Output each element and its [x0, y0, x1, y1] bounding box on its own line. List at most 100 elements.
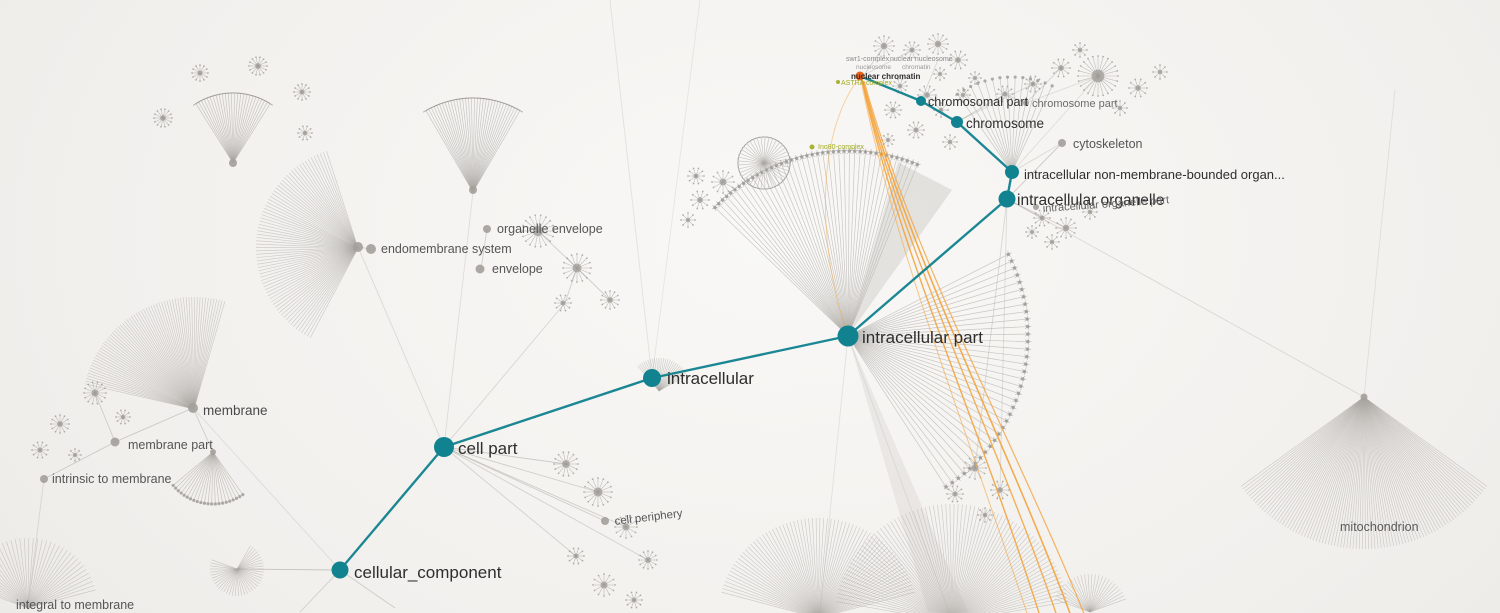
term-label-membrane-part[interactable]: membrane part	[128, 438, 213, 452]
rosette-cluster	[907, 121, 925, 139]
term-node-chromosomal-part[interactable]	[916, 96, 926, 106]
term-node[interactable]	[366, 244, 376, 254]
term-label-chromosome[interactable]: chromosome	[966, 116, 1044, 131]
cluster-fan	[1240, 396, 1488, 549]
term-node[interactable]	[601, 517, 609, 525]
cluster-fan	[737, 136, 791, 190]
term-node-intracellular-part[interactable]	[837, 325, 859, 347]
term-node[interactable]	[1360, 393, 1368, 401]
term-node-cellular-component[interactable]	[331, 561, 349, 579]
cluster-fan	[255, 150, 359, 339]
term-label-nuclear-nucleosome[interactable]: nuclear nucleosome	[890, 56, 953, 63]
term-label-intracellular-organelle[interactable]: intracellular organelle	[1017, 192, 1164, 209]
graph-edge	[1011, 142, 1063, 173]
term-node[interactable]	[469, 186, 477, 194]
term-node-intracellular[interactable]	[643, 369, 661, 387]
term-label-endomembrane-system[interactable]: endomembrane system	[381, 242, 512, 256]
term-label-cell-part[interactable]: cell part	[458, 439, 518, 458]
term-label-chromosome-part[interactable]: chromosome part	[1032, 98, 1118, 110]
rosette-cluster	[1051, 58, 1071, 78]
rosette-cluster	[1152, 64, 1168, 80]
term-node[interactable]	[836, 80, 840, 84]
term-node[interactable]	[210, 449, 216, 455]
graph-edge	[443, 446, 577, 557]
graph-edge	[357, 246, 445, 448]
term-node[interactable]	[809, 144, 815, 150]
term-node[interactable]	[1023, 100, 1029, 106]
term-label-integral-to-membrane[interactable]: integral to membrane	[16, 598, 134, 612]
term-node-cell-part[interactable]	[434, 437, 454, 457]
graph-edge	[609, 0, 653, 379]
term-label-intracellular-part[interactable]: intracellular part	[862, 328, 983, 347]
graph-edge	[480, 228, 488, 270]
graph-edge	[339, 569, 396, 609]
term-node[interactable]	[353, 242, 363, 252]
rosette-cluster	[1077, 55, 1119, 97]
term-label-intracellular-non-membrane-bounded-organ[interactable]: intracellular non-membrane-bounded organ…	[1024, 167, 1285, 182]
rosette-cluster	[567, 547, 585, 565]
term-node[interactable]	[1033, 204, 1039, 210]
term-node[interactable]	[475, 264, 485, 274]
rosette-cluster	[881, 133, 895, 147]
rosette-cluster	[884, 101, 902, 119]
term-label-chromosomal-part[interactable]: chromosomal part	[928, 95, 1029, 109]
term-label-intrinsic-to-membrane[interactable]: intrinsic to membrane	[52, 472, 172, 486]
cluster-fan	[721, 518, 915, 613]
term-label-nuclear-chromatin[interactable]: nuclear chromatin	[851, 72, 920, 81]
selected-path-edge	[651, 334, 849, 380]
graph-edge	[564, 267, 578, 304]
graph-edge	[443, 446, 606, 522]
term-label-nucleosome[interactable]: nucleosome	[856, 64, 891, 71]
term-label-swr1-complex[interactable]: swr1-complex	[846, 56, 890, 63]
cluster-fan	[847, 250, 1032, 491]
highlight-curve	[861, 79, 1040, 613]
rosette-cluster	[614, 515, 638, 539]
term-node-intracellular-non-membrane-bounded-organ[interactable]	[1005, 165, 1019, 179]
term-label-cellular-component[interactable]: cellular_component	[354, 563, 502, 582]
graph-edge	[920, 59, 939, 102]
rosette-cluster	[625, 591, 643, 609]
rosette-cluster	[592, 573, 616, 597]
cluster-fan	[210, 545, 264, 596]
selected-path-edge	[859, 74, 922, 103]
term-label-cell-periphery[interactable]: cell periphery	[614, 508, 684, 528]
term-label-envelope[interactable]: envelope	[492, 262, 543, 276]
term-node-chromosome[interactable]	[951, 116, 963, 128]
term-label-mitochondrion[interactable]: mitochondrion	[1340, 520, 1419, 534]
rosette-cluster	[892, 78, 908, 94]
rosette-cluster	[553, 451, 579, 477]
graph-edge	[863, 49, 913, 76]
term-label-astra-complex[interactable]: ASTRA complex	[841, 80, 892, 87]
term-node[interactable]	[188, 403, 198, 413]
term-node[interactable]	[1058, 139, 1066, 147]
rosette-cluster	[600, 290, 620, 310]
cluster-fan	[84, 296, 226, 410]
rosette-cluster	[1072, 42, 1088, 58]
term-node-intracellular-organelle[interactable]	[998, 190, 1016, 208]
rosette-cluster	[248, 56, 268, 76]
term-label-intracellular[interactable]: intracellular	[667, 369, 754, 388]
cluster-fan	[835, 504, 1069, 613]
rosette-cluster	[927, 33, 949, 55]
rosette-cluster	[153, 108, 173, 128]
rosette-cluster	[554, 294, 572, 312]
node-layer	[40, 71, 1368, 579]
term-node-nuclear-chromatin[interactable]	[855, 71, 865, 81]
term-label-ino80-complex[interactable]: Ino80-complex	[818, 144, 864, 151]
term-node[interactable]	[110, 437, 120, 447]
rosette-cluster	[873, 35, 895, 57]
term-node[interactable]	[483, 225, 491, 233]
term-node[interactable]	[40, 475, 48, 483]
term-label-organelle-envelope[interactable]: organelle envelope	[497, 222, 603, 236]
rosette-cluster	[1055, 217, 1077, 239]
rosette-cluster	[963, 456, 987, 480]
term-label-membrane[interactable]: membrane	[203, 403, 268, 418]
term-label-chromatin[interactable]: chromatin	[902, 64, 931, 71]
rosette-cluster	[521, 214, 555, 248]
rosette-cluster	[1044, 234, 1060, 250]
graph-edge	[956, 93, 1006, 123]
highlight-curve	[862, 80, 1071, 613]
term-node[interactable]	[229, 159, 237, 167]
selected-path-edge	[920, 99, 958, 124]
term-label-cytoskeleton[interactable]: cytoskeleton	[1073, 137, 1143, 151]
